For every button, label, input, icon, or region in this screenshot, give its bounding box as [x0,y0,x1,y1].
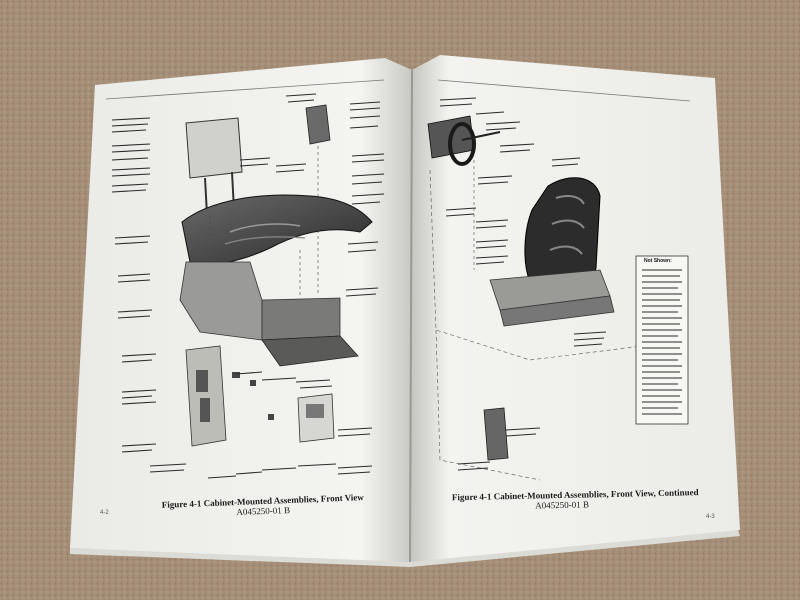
left-page-number: 4-2 [100,510,109,516]
page-stack-edge [70,530,740,567]
book-gutter [409,69,413,563]
seat-back-panel [185,117,243,179]
steering-wheel [448,122,476,166]
right-callout-labels [439,97,607,471]
left-header-rule [105,79,385,100]
floor-pan [261,335,359,367]
not-shown-list [635,255,689,425]
left-illustration [179,104,373,447]
right-page-number: 4-3 [706,514,715,520]
left-callout-labels [111,93,385,479]
small-box-part [305,104,331,145]
cabinet-canopy [181,194,373,265]
not-shown-heading: Not Shown: [644,258,672,264]
coin-panel-part [483,407,509,461]
right-header-rule [437,79,691,102]
pedal-panel [185,345,227,447]
right-illustration [427,115,691,481]
